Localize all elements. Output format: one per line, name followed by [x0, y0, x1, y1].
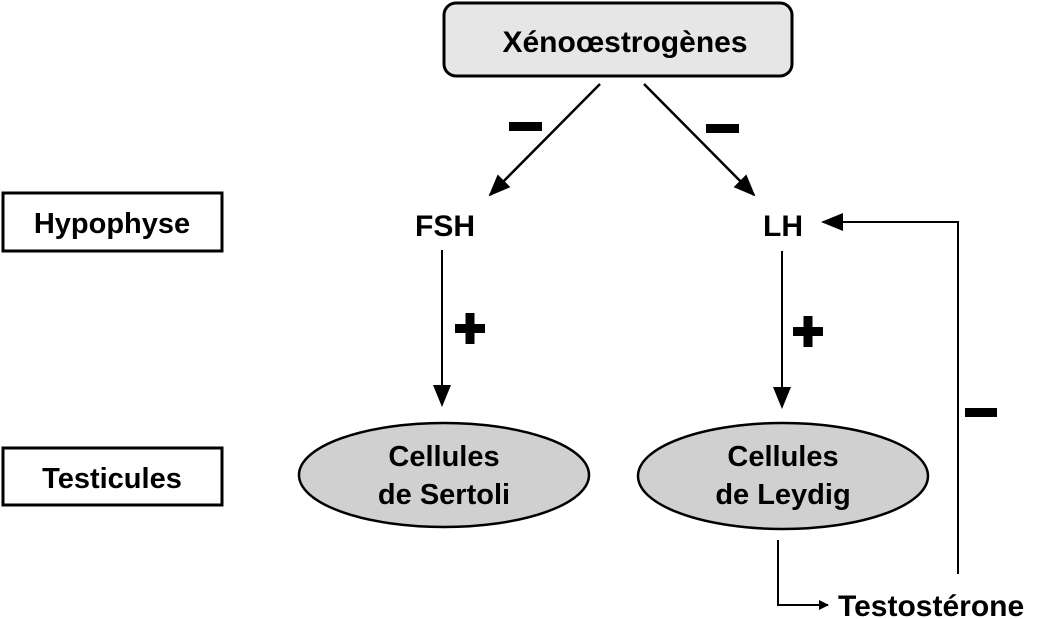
testosterone-label: Testostérone — [838, 590, 1024, 619]
sertoli-label-line2: de Sertoli — [378, 479, 510, 511]
xenoestrogens-box: Xénoœstrogènes — [442, 1, 794, 78]
leydig-ellipse — [636, 421, 930, 531]
leydig-label-line2: de Leydig — [715, 479, 850, 511]
hypophyse-box: Hypophyse — [1, 191, 224, 253]
testicules-label: Testicules — [42, 463, 182, 495]
testicules-box: Testicules — [1, 446, 224, 507]
lh-label: LH — [763, 210, 803, 243]
leydig-label-line1: Cellules — [727, 441, 838, 473]
arrow-leydig-to-testosterone — [777, 540, 829, 610]
hypophyse-box-shape — [1, 191, 224, 253]
arrow-xeno-to-fsh — [488, 83, 601, 197]
plus-sign-fsh-sertoli — [455, 313, 485, 344]
minus-sign-xeno-fsh — [509, 122, 542, 131]
sertoli-label-line1: Cellules — [388, 441, 499, 473]
fsh-label: FSH — [415, 210, 475, 243]
testicules-box-shape — [1, 446, 224, 507]
arrow-xeno-to-lh — [643, 83, 756, 197]
sertoli-cells-node: Cellules de Sertoli — [297, 421, 591, 529]
plus-sign-lh-leydig — [793, 316, 823, 347]
minus-sign-xeno-lh — [706, 124, 739, 133]
hypophyse-label: Hypophyse — [34, 208, 190, 240]
xenoestrogens-label: Xénoœstrogènes — [502, 26, 747, 59]
leydig-cells-node: Cellules de Leydig — [636, 421, 930, 531]
arrow-testosterone-feedback-to-lh — [821, 213, 959, 574]
xenoestrogens-box-shape — [442, 1, 794, 78]
sertoli-ellipse — [297, 421, 591, 529]
minus-sign-testosterone-lh — [965, 408, 997, 417]
